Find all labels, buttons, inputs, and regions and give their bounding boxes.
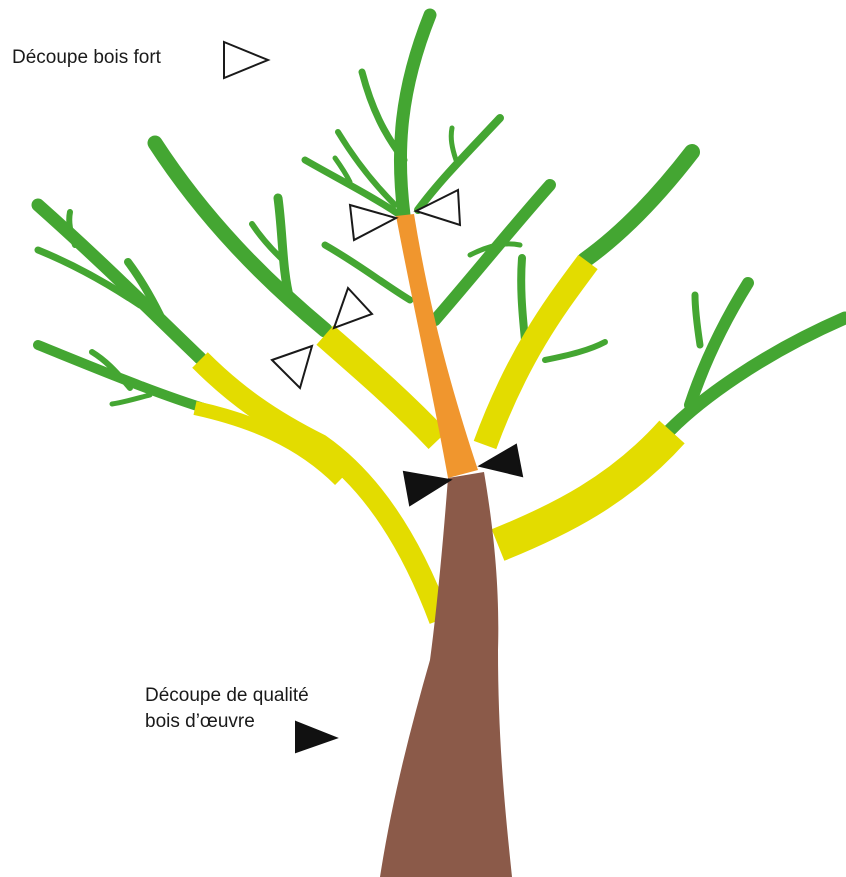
top-leader-twig — [400, 15, 430, 215]
open-marker-mid-upper-icon — [334, 288, 372, 328]
open-marker-mid-lower-icon — [272, 346, 312, 388]
solid-marker-left-icon — [404, 472, 450, 505]
open-marker-top-right-icon — [416, 190, 460, 225]
right-branch-tip — [585, 152, 692, 260]
left-branch-tip — [155, 143, 325, 330]
legend-black-line-2: bois d’œuvre — [145, 709, 309, 735]
far-right-fork-twig — [695, 295, 700, 345]
legend-open-triangle-icon — [224, 42, 268, 78]
solid-marker-right-icon — [480, 445, 522, 476]
legend-black-cut-label: Découpe de qualité bois d’œuvre — [145, 683, 309, 735]
yellow-left-upper — [325, 335, 438, 440]
small-right-twig — [521, 258, 525, 340]
top-right-fork-twig — [451, 128, 456, 160]
legend-black-line-1: Découpe de qualité — [145, 683, 309, 709]
legend-white-cut-label: Découpe bois fort — [12, 45, 161, 71]
small-right-twig-2 — [545, 342, 605, 360]
yellow-right-lower — [498, 432, 672, 545]
mid-left-twig — [325, 245, 410, 300]
far-left-fork-twig — [69, 212, 75, 245]
far-left-twig — [38, 205, 200, 358]
low-left-small-twig — [112, 395, 150, 404]
